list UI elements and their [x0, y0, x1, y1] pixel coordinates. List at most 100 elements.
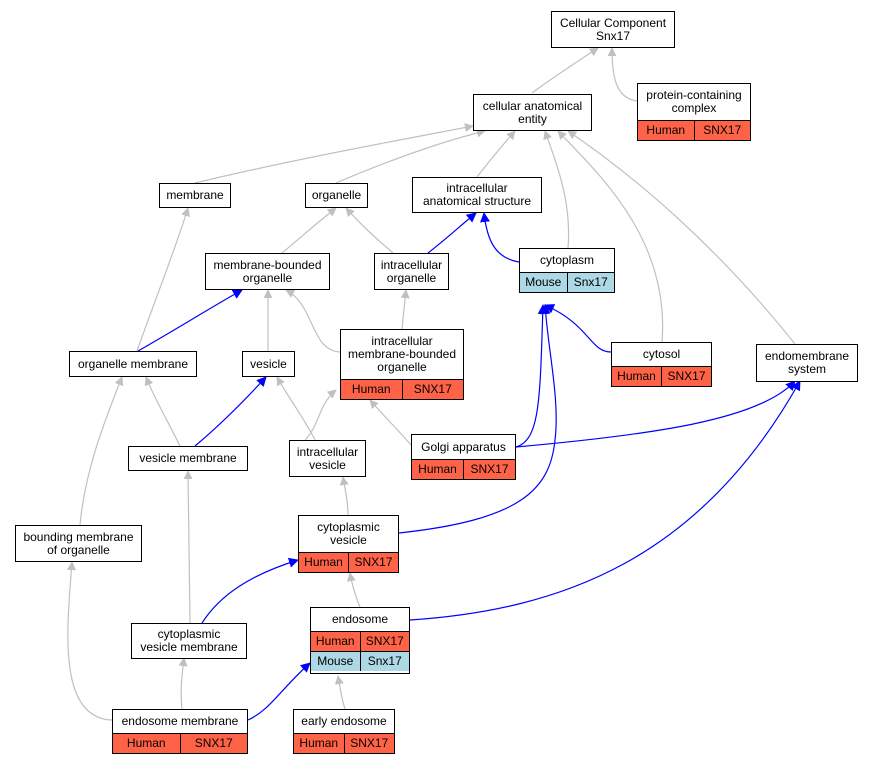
node-label: endomembrane system — [764, 349, 850, 376]
node-vesicle[interactable]: vesicle — [242, 351, 295, 377]
species-name: Human — [418, 462, 457, 476]
node-label: vesicle — [250, 356, 287, 371]
node-cellular-anatomical-entity[interactable]: cellular anatomical entity — [473, 94, 592, 131]
node-label: membrane — [166, 188, 224, 202]
species-row-human: Human SNX17 — [311, 631, 409, 651]
node-golgi-apparatus[interactable]: Golgi apparatus Human SNX17 — [411, 434, 516, 480]
gene-symbol: SNX17 — [693, 121, 751, 140]
node-organelle[interactable]: organelle — [305, 183, 368, 208]
node-organelle-membrane[interactable]: organelle membrane — [69, 351, 197, 377]
node-membrane-bounded-organelle[interactable]: membrane-bounded organelle — [205, 253, 330, 290]
node-label: endosome membrane — [121, 714, 239, 728]
edge-pcc-root — [607, 47, 638, 102]
species-name: Human — [617, 369, 656, 383]
edge-ee-endosome — [334, 675, 346, 710]
edge-cvm-cv — [201, 557, 299, 624]
edge-iv-vesicle — [276, 376, 316, 441]
edge-em-bmo — [66, 561, 113, 721]
gene-symbol: SNX17 — [348, 553, 398, 572]
species-name: Mouse — [525, 275, 562, 289]
node-protein-containing-complex[interactable]: protein-containing complex Human SNX17 — [637, 83, 751, 141]
node-label: intracellular organelle — [380, 257, 443, 285]
edge-golgi-imbo — [369, 399, 413, 447]
species-name: Mouse — [317, 654, 354, 668]
edge-cv-iv — [339, 476, 349, 516]
species-name: Human — [299, 736, 339, 750]
node-cytoplasmic-vesicle[interactable]: cytoplasmic vesicle Human SNX17 — [298, 515, 399, 573]
node-label: early endosome — [301, 714, 387, 728]
edge-mbo-organelle — [281, 207, 337, 254]
edge-em-cvm — [178, 657, 188, 710]
edge-io-ias — [427, 212, 477, 254]
edge-endosome-cv — [346, 572, 361, 608]
node-intracellular-organelle[interactable]: intracellular organelle — [374, 253, 449, 290]
gene-symbol: SNX17 — [401, 380, 464, 399]
node-label: Cellular Component Snx17 — [559, 15, 667, 43]
node-early-endosome[interactable]: early endosome Human SNX17 — [293, 709, 395, 754]
node-bounding-membrane-of-organelle[interactable]: bounding membrane of organelle — [15, 525, 142, 562]
node-cytoplasm[interactable]: cytoplasm Mouse Snx17 — [519, 248, 615, 293]
edge-em-endosome — [247, 662, 311, 721]
edge-cytoplasm-cae — [543, 130, 570, 249]
edge-om-membrane — [136, 207, 190, 352]
node-label: protein-containing complex — [646, 88, 742, 115]
node-cytoplasmic-vesicle-membrane[interactable]: cytoplasmic vesicle membrane — [131, 623, 247, 659]
gene-symbol: SNX17 — [661, 367, 711, 386]
edge-imbo-mbo — [285, 289, 341, 353]
gene-symbol: SNX17 — [359, 632, 410, 651]
gene-symbol: SNX17 — [343, 734, 395, 753]
species-row-human: Human SNX17 — [113, 733, 247, 753]
edge-cvm-vm — [183, 470, 193, 624]
node-label: intracellular anatomical structure — [422, 181, 532, 208]
species-name: Human — [304, 555, 343, 569]
node-intracellular-vesicle[interactable]: intracellular vesicle — [289, 440, 366, 477]
edge-golgi-cytoplasm — [515, 304, 548, 448]
node-label: cytoplasmic vesicle membrane — [140, 627, 238, 654]
edge-endosome-endomem — [409, 380, 801, 621]
species-name: Human — [351, 382, 391, 396]
node-label: vesicle membrane — [139, 451, 237, 465]
node-label: membrane-bounded organelle — [213, 257, 322, 285]
edge-vm-vesicle — [194, 376, 267, 447]
node-intracellular-anatomical-structure[interactable]: intracellular anatomical structure — [412, 177, 542, 213]
species-row-human: Human SNX17 — [412, 459, 515, 479]
node-cytosol[interactable]: cytosol Human SNX17 — [611, 342, 712, 387]
node-label: Golgi apparatus — [421, 439, 506, 454]
node-cellular-component[interactable]: Cellular Component Snx17 — [551, 11, 675, 48]
node-label: intracellular membrane-bounded organelle — [347, 334, 457, 374]
node-endomembrane-system[interactable]: endomembrane system — [756, 344, 858, 382]
species-row-human: Human SNX17 — [299, 552, 398, 572]
edge-golgi-endomem — [515, 380, 796, 448]
species-name: Human — [126, 736, 166, 750]
node-label: organelle membrane — [77, 356, 189, 371]
species-row-human: Human SNX17 — [294, 733, 394, 753]
species-row-human: Human SNX17 — [612, 366, 711, 386]
node-label: cellular anatomical entity — [482, 98, 583, 126]
edge-vm-om — [144, 376, 181, 447]
gene-symbol: Snx17 — [359, 652, 410, 671]
node-membrane[interactable]: membrane — [159, 183, 231, 208]
edge-io-organelle — [345, 207, 394, 254]
node-label: cytoplasmic vesicle — [317, 520, 380, 547]
species-row-mouse: Mouse Snx17 — [520, 272, 614, 292]
edge-cv-cytoplasm — [398, 304, 557, 534]
gene-symbol: Snx17 — [566, 273, 615, 292]
edge-cytosol-cytoplasm — [544, 304, 612, 353]
edge-iv-imbo — [304, 389, 337, 441]
node-endosome[interactable]: endosome Human SNX17 Mouse Snx17 — [310, 607, 410, 674]
node-vesicle-membrane[interactable]: vesicle membrane — [128, 446, 248, 471]
edge-membrane-cae — [194, 123, 474, 184]
species-name: Human — [315, 634, 355, 648]
gene-symbol: SNX17 — [463, 460, 515, 479]
edge-organelle-cae — [335, 128, 486, 184]
edge-om-mbo — [137, 289, 243, 352]
node-label: intracellular vesicle — [296, 444, 359, 472]
node-intracellular-membrane-bounded-organelle[interactable]: intracellular membrane-bounded organelle… — [340, 329, 464, 400]
node-label: cytoplasm — [539, 253, 595, 267]
node-label: cytosol — [642, 347, 681, 361]
edge-cae-root — [531, 47, 599, 94]
node-endosome-membrane[interactable]: endosome membrane Human SNX17 — [112, 709, 248, 754]
gene-symbol: SNX17 — [179, 734, 248, 753]
edge-cytoplasm-ias — [480, 212, 520, 263]
